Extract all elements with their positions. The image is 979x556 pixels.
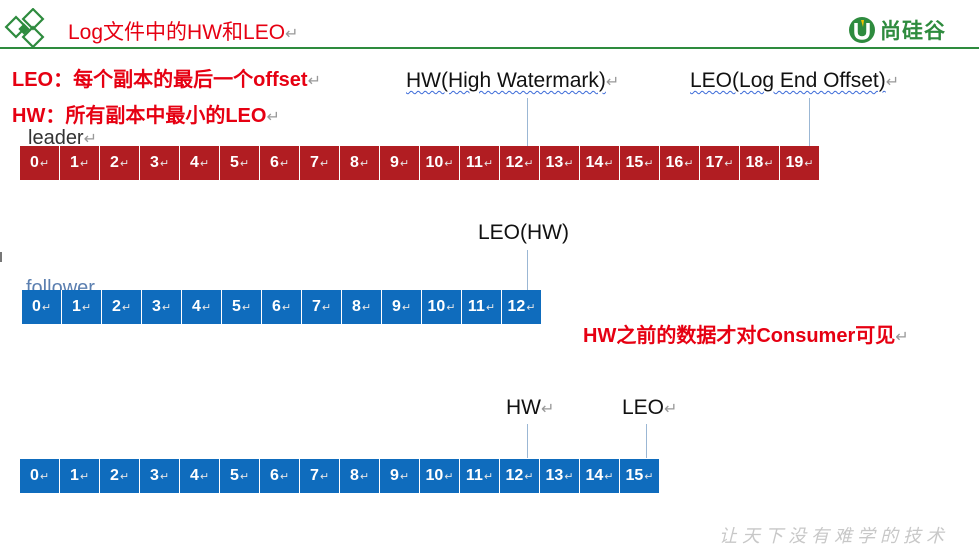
leader-hw-marker-line [527, 98, 528, 146]
leader-offset-cell: 12 [500, 146, 540, 180]
follower-offset-cell: 8 [342, 290, 382, 324]
footer-slogan: 让天下没有难学的技术 [719, 526, 949, 547]
third-log-row: 0 1 2 3 4 5 6 7 8 9 10 11 12 13 14 15 [20, 459, 660, 493]
leader-offset-cell: 16 [660, 146, 700, 180]
leader-offset-cell: 4 [180, 146, 220, 180]
leader-offset-cell: 14 [580, 146, 620, 180]
follower-offset-cell: 1 [62, 290, 102, 324]
logo-diamonds-icon [4, 8, 45, 49]
leader-offset-cell: 19 [780, 146, 820, 180]
leader-offset-cell: 7 [300, 146, 340, 180]
leader-offset-cell: 9 [380, 146, 420, 180]
brand-name: 尚硅谷 [880, 20, 946, 43]
follower-offset-cell: 0 [22, 290, 62, 324]
follower-offset-cell: 9 [382, 290, 422, 324]
leader-offset-cell: 17 [700, 146, 740, 180]
third-offset-cell: 4 [180, 459, 220, 493]
leader-offset-cell: 3 [140, 146, 180, 180]
leader-offset-cell: 6 [260, 146, 300, 180]
third-offset-cell: 9 [380, 459, 420, 493]
third-hw-marker-line [527, 424, 528, 458]
third-offset-cell: 14 [580, 459, 620, 493]
third-offset-cell: 15 [620, 459, 660, 493]
third-leo-label: LEO↵ [622, 396, 678, 419]
leader-offset-cell: 18 [740, 146, 780, 180]
leader-offset-cell: 13 [540, 146, 580, 180]
third-leo-marker-line [646, 424, 647, 458]
leader-leo-label: LEO(Log End Offset)↵ [690, 69, 900, 92]
page-title: Log文件中的HW和LEO↵ [68, 21, 299, 44]
brand-mark-icon [849, 17, 875, 43]
leo-definition: LEO：每个副本的最后一个offset↵ [12, 69, 321, 91]
third-offset-cell: 8 [340, 459, 380, 493]
leader-label: leader↵ [28, 127, 98, 149]
follower-leo-hw-marker-line [527, 250, 528, 290]
follower-offset-cell: 6 [262, 290, 302, 324]
follower-offset-cell: 11 [462, 290, 502, 324]
follower-offset-cell: 5 [222, 290, 262, 324]
follower-log-row: 0 1 2 3 4 5 6 7 8 9 10 11 12 [22, 290, 542, 324]
third-offset-cell: 13 [540, 459, 580, 493]
third-offset-cell: 11 [460, 459, 500, 493]
third-hw-label: HW↵ [506, 396, 555, 419]
follower-label: follower [26, 277, 95, 291]
follower-offset-cell: 3 [142, 290, 182, 324]
third-offset-cell: 12 [500, 459, 540, 493]
leader-offset-cell: 5 [220, 146, 260, 180]
follower-offset-cell: 4 [182, 290, 222, 324]
leader-offset-cell: 11 [460, 146, 500, 180]
follower-offset-cell: 12 [502, 290, 542, 324]
follower-offset-cell: 2 [102, 290, 142, 324]
third-offset-cell: 1 [60, 459, 100, 493]
brand-logo: 尚硅谷 [848, 14, 946, 46]
third-offset-cell: 0 [20, 459, 60, 493]
title-divider [0, 47, 979, 49]
leader-leo-marker-line [809, 98, 810, 146]
visibility-note: HW之前的数据才对Consumer可见↵ [583, 325, 909, 347]
follower-offset-cell: 10 [422, 290, 462, 324]
hw-definition: HW：所有副本中最小的LEO↵ [12, 105, 280, 127]
follower-offset-cell: 7 [302, 290, 342, 324]
third-offset-cell: 10 [420, 459, 460, 493]
edge-tick [0, 252, 2, 262]
leader-offset-cell: 8 [340, 146, 380, 180]
leader-offset-cell: 1 [60, 146, 100, 180]
leader-offset-cell: 15 [620, 146, 660, 180]
third-offset-cell: 7 [300, 459, 340, 493]
leader-offset-cell: 0 [20, 146, 60, 180]
third-offset-cell: 2 [100, 459, 140, 493]
leader-offset-cell: 2 [100, 146, 140, 180]
third-offset-cell: 5 [220, 459, 260, 493]
third-offset-cell: 6 [260, 459, 300, 493]
follower-leo-hw-label: LEO(HW) [478, 221, 569, 244]
third-offset-cell: 3 [140, 459, 180, 493]
leader-hw-label: HW(High Watermark)↵ [406, 69, 620, 92]
leader-log-row: 0 1 2 3 4 5 6 7 8 9 10 11 12 13 14 15 16… [20, 146, 820, 180]
leader-offset-cell: 10 [420, 146, 460, 180]
